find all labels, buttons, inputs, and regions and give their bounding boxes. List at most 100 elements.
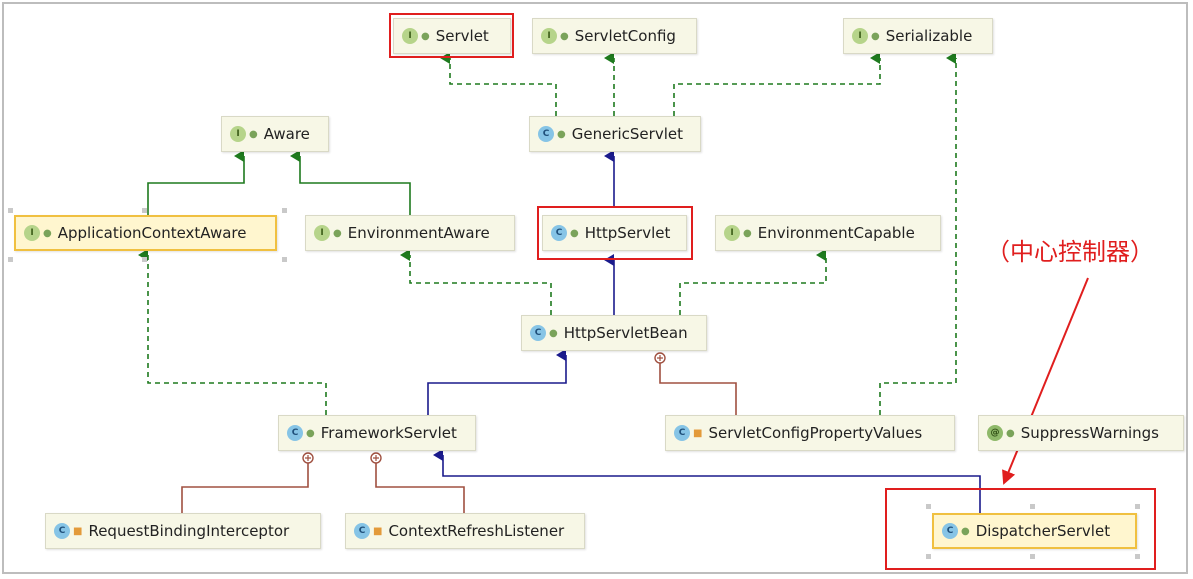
class-node-servlet[interactable]: I ● Servlet xyxy=(393,18,511,54)
selection-handle[interactable] xyxy=(8,208,13,213)
public-icon: ● xyxy=(871,30,880,42)
node-label: FrameworkServlet xyxy=(320,424,457,442)
class-node-servletconfigpropertyvalues[interactable]: C ■ ServletConfigPropertyValues xyxy=(665,415,955,451)
implements-edge-propertyvalues-serializable xyxy=(879,52,957,415)
public-icon: ● xyxy=(557,128,566,140)
public-icon: ● xyxy=(333,227,342,239)
node-label: DispatcherServlet xyxy=(975,522,1111,540)
node-label: HttpServlet xyxy=(584,224,671,242)
class-icon: C xyxy=(674,425,690,441)
private-lock-icon: ■ xyxy=(693,427,703,439)
node-label: ServletConfig xyxy=(574,27,676,45)
class-node-httpservlet[interactable]: C ● HttpServlet xyxy=(542,215,687,251)
class-node-httpservletbean[interactable]: C ● HttpServletBean xyxy=(521,315,707,351)
class-node-serializable[interactable]: I ● Serializable xyxy=(843,18,993,54)
implements-edge-httpservletbean-environmentcapable xyxy=(679,249,827,315)
class-icon: C xyxy=(354,523,370,539)
node-label: EnvironmentAware xyxy=(347,224,490,242)
class-node-requestbindinginterceptor[interactable]: C ■ RequestBindingInterceptor xyxy=(45,513,321,549)
selection-handle[interactable] xyxy=(8,257,13,262)
class-node-suppresswarnings[interactable]: @ ● SuppressWarnings xyxy=(978,415,1184,451)
public-icon: ● xyxy=(306,427,315,439)
node-label: ServletConfigPropertyValues xyxy=(708,424,923,442)
class-node-dispatcherservlet[interactable]: C ● DispatcherServlet xyxy=(932,513,1137,549)
class-node-aware[interactable]: I ● Aware xyxy=(221,116,329,152)
class-icon: C xyxy=(551,225,567,241)
node-label: HttpServletBean xyxy=(563,324,688,342)
implements-edge-httpservletbean-environmentaware xyxy=(400,249,552,315)
class-node-applicationcontextaware[interactable]: I ● ApplicationContextAware xyxy=(14,215,277,251)
class-node-environmentaware[interactable]: I ● EnvironmentAware xyxy=(305,215,515,251)
class-icon: C xyxy=(530,325,546,341)
selection-handle[interactable] xyxy=(926,554,931,559)
extends-edge-frameworkservlet-httpservletbean xyxy=(427,349,567,415)
public-icon: ● xyxy=(549,327,558,339)
selection-handle[interactable] xyxy=(142,257,147,262)
interface-icon: I xyxy=(402,28,418,44)
public-icon: ● xyxy=(1006,427,1015,439)
node-label: Serializable xyxy=(885,27,973,45)
class-icon: C xyxy=(942,523,958,539)
node-label: ApplicationContextAware xyxy=(57,224,247,242)
inner-class-marker xyxy=(302,452,314,464)
extends-edge-dispatcherservlet-frameworkservlet xyxy=(433,449,981,513)
node-label: GenericServlet xyxy=(571,125,683,143)
class-node-contextrefreshlistener[interactable]: C ■ ContextRefreshListener xyxy=(345,513,585,549)
public-icon: ● xyxy=(43,227,52,239)
public-icon: ● xyxy=(560,30,569,42)
implements-edge-frameworkservlet-applicationcontextaware xyxy=(138,249,327,415)
node-label: ContextRefreshListener xyxy=(388,522,565,540)
annotation-icon: @ xyxy=(987,425,1003,441)
node-label: Aware xyxy=(263,125,310,143)
inner-edge-propertyvalues-httpservletbean xyxy=(659,360,737,415)
node-label: Servlet xyxy=(435,27,489,45)
inner-edge-contextrefresh-frameworkservlet xyxy=(375,460,465,513)
public-icon: ● xyxy=(961,525,970,537)
implements-edge-genericservlet-servlet xyxy=(440,52,557,116)
callout-arrow xyxy=(1002,277,1089,485)
public-icon: ● xyxy=(249,128,258,140)
selection-handle[interactable] xyxy=(926,504,931,509)
selection-handle[interactable] xyxy=(1135,554,1140,559)
selection-handle[interactable] xyxy=(142,208,147,213)
extends-edge-environmentaware-aware xyxy=(290,150,411,215)
node-label: SuppressWarnings xyxy=(1020,424,1159,442)
class-node-frameworkservlet[interactable]: C ● FrameworkServlet xyxy=(278,415,476,451)
class-node-environmentcapable[interactable]: I ● EnvironmentCapable xyxy=(715,215,941,251)
highlight-box-httpservlet xyxy=(537,206,693,260)
selection-handle[interactable] xyxy=(1135,504,1140,509)
highlight-box-servlet xyxy=(389,13,514,58)
class-icon: C xyxy=(54,523,70,539)
extends-edge-applicationcontextaware-aware xyxy=(147,150,245,215)
selection-handle[interactable] xyxy=(1030,554,1035,559)
public-icon: ● xyxy=(570,227,579,239)
callout-label: （中心控制器） xyxy=(986,238,1154,266)
class-icon: C xyxy=(538,126,554,142)
highlight-box-dispatcherservlet xyxy=(885,488,1156,570)
interface-icon: I xyxy=(314,225,330,241)
selection-handle[interactable] xyxy=(282,257,287,262)
private-lock-icon: ■ xyxy=(373,525,383,537)
inner-edge-requestbinding-frameworkservlet xyxy=(181,460,309,513)
implements-edge-genericservlet-serializable xyxy=(673,52,881,116)
interface-icon: I xyxy=(724,225,740,241)
interface-icon: I xyxy=(230,126,246,142)
selection-handle[interactable] xyxy=(282,208,287,213)
interface-icon: I xyxy=(24,225,40,241)
inner-class-marker xyxy=(370,452,382,464)
public-icon: ● xyxy=(421,30,430,42)
class-node-genericservlet[interactable]: C ● GenericServlet xyxy=(529,116,701,152)
node-label: EnvironmentCapable xyxy=(757,224,915,242)
class-icon: C xyxy=(287,425,303,441)
inner-class-marker xyxy=(654,352,666,364)
selection-handle[interactable] xyxy=(1030,504,1035,509)
private-lock-icon: ■ xyxy=(73,525,83,537)
node-label: RequestBindingInterceptor xyxy=(88,522,290,540)
class-node-servletconfig[interactable]: I ● ServletConfig xyxy=(532,18,697,54)
interface-icon: I xyxy=(852,28,868,44)
public-icon: ● xyxy=(743,227,752,239)
interface-icon: I xyxy=(541,28,557,44)
